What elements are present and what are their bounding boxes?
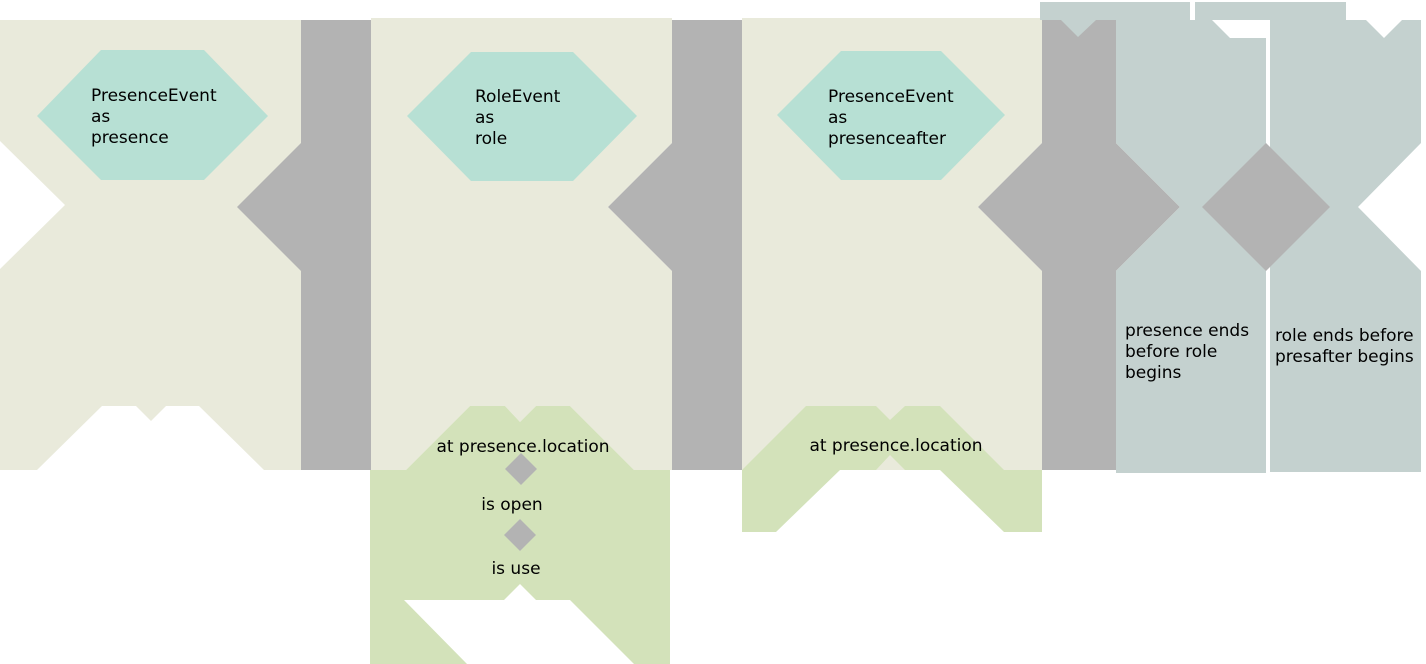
condition-label: begins [1125, 363, 1182, 383]
constraint-label: is open [481, 495, 542, 515]
event-type-hexagon [407, 52, 637, 181]
event-block-role: RoleEvent as role at presence.location i… [370, 18, 672, 664]
connector-bar [978, 20, 1180, 470]
condition-tab [1040, 2, 1190, 37]
event-as-label: as [91, 107, 110, 127]
constraint-join-diamond [505, 453, 537, 485]
event-type-label: PresenceEvent [91, 86, 217, 106]
condition-label: presafter begins [1275, 347, 1414, 367]
constraint-label: is use [491, 559, 540, 579]
condition-label: presence ends [1125, 321, 1249, 341]
event-type-label: PresenceEvent [828, 87, 954, 107]
sequence-connector-3 [978, 20, 1180, 470]
constraint-background [370, 406, 670, 600]
condition-background [1270, 20, 1421, 472]
sequence-connector-1 [237, 20, 435, 470]
constraint-background [742, 406, 1042, 532]
condition-join-diamond [1202, 143, 1330, 271]
event-as-label: as [475, 108, 494, 128]
condition-tabs [1040, 2, 1346, 37]
condition-role-before-presafter: role ends before presafter begins [1270, 20, 1421, 472]
event-alias-label: presence [91, 128, 169, 148]
connector-bar [237, 20, 435, 470]
constraint-join-diamond [504, 519, 536, 551]
event-type-label: RoleEvent [475, 87, 561, 107]
event-block-presenceafter: PresenceEvent as presenceafter at presen… [742, 18, 1042, 532]
condition-label: before role [1125, 342, 1217, 362]
event-alias-label: role [475, 129, 507, 149]
constraint-label: at presence.location [809, 436, 982, 456]
condition-background [1116, 20, 1266, 473]
event-as-label: as [828, 108, 847, 128]
condition-label: role ends before [1275, 326, 1414, 346]
constraint-label: at presence.location [436, 437, 609, 457]
event-type-hexagon [777, 51, 1005, 180]
condition-presence-before-role: presence ends before role begins [1116, 20, 1266, 473]
event-block-presence: PresenceEvent as presence [0, 20, 301, 470]
event-type-hexagon [37, 50, 268, 180]
constraint-tail [570, 600, 670, 664]
connector-bar [608, 20, 806, 470]
event-alias-label: presenceafter [828, 129, 946, 149]
sequence-connector-2 [608, 20, 806, 470]
condition-tab [1195, 2, 1346, 20]
constraint-tail [370, 600, 467, 664]
